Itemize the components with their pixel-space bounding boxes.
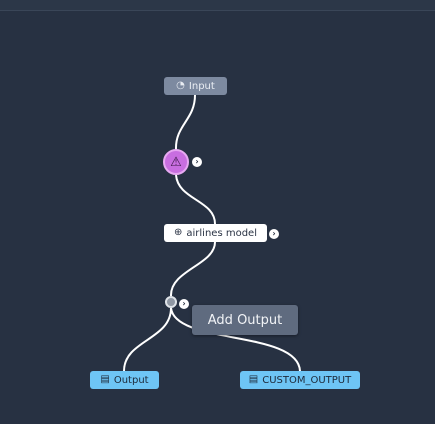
model-icon: ⊕ — [174, 227, 183, 238]
output-node-label: Output — [113, 374, 149, 386]
input-node-label: Input — [188, 80, 215, 92]
add-output-tooltip[interactable]: Add Output — [192, 305, 298, 335]
output-node[interactable]: ▤ Output — [90, 371, 159, 389]
edge-branch-to-custom-output — [170, 307, 301, 372]
edge-input-to-transform — [174, 94, 196, 151]
file-icon: ▤ — [100, 374, 110, 385]
tooltip-text: Add Output — [207, 312, 283, 328]
input-node[interactable]: ◔ Input — [164, 77, 227, 95]
top-bar — [0, 0, 435, 11]
expand-chevron-icon[interactable]: › — [269, 229, 279, 239]
edge-model-to-branch — [169, 241, 216, 297]
branch-node[interactable] — [165, 296, 177, 308]
pipeline-icon: ⚠ — [170, 154, 182, 170]
file-icon: ▤ — [248, 374, 259, 385]
custom-output-node-label: CUSTOM_OUTPUT — [262, 374, 352, 386]
edge-transform-to-model — [175, 174, 216, 225]
transform-node[interactable]: ⚠ — [163, 149, 189, 175]
input-icon: ◔ — [176, 80, 185, 91]
custom-output-node[interactable]: ▤ CUSTOM_OUTPUT — [240, 371, 360, 389]
edge-branch-to-output — [123, 307, 172, 372]
model-node-label: airlines model — [186, 227, 257, 239]
model-node[interactable]: ⊕ airlines model — [164, 224, 267, 242]
expand-chevron-icon[interactable]: › — [179, 299, 189, 309]
expand-chevron-icon[interactable]: › — [192, 157, 202, 167]
